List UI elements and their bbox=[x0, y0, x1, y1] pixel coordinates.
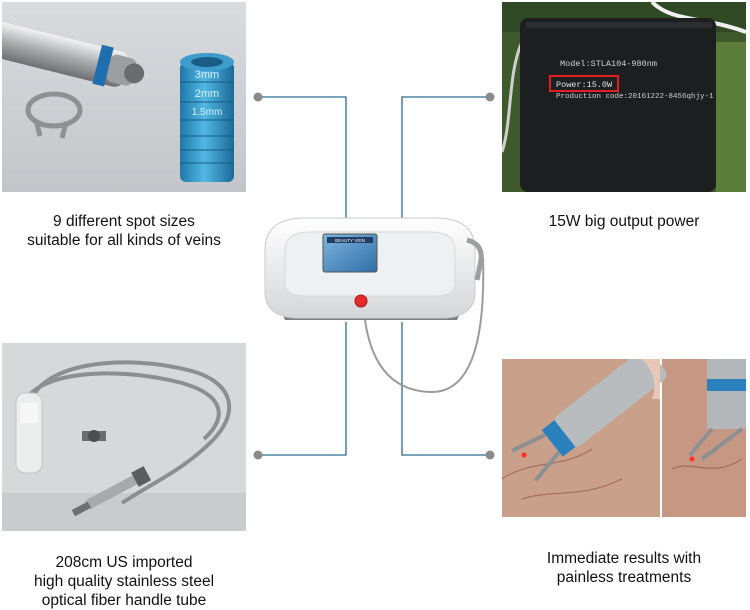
caption-line: 208cm US imported bbox=[55, 554, 193, 571]
connector-dot bbox=[253, 450, 263, 460]
spot-label: 1.5mm bbox=[192, 107, 223, 118]
laser-module-photo: Model:STLA104-980nm Power:15.0W Producti… bbox=[502, 2, 746, 192]
caption-results: Immediate results with painless treatmen… bbox=[500, 549, 748, 587]
connector-top-left bbox=[258, 96, 347, 226]
caption-line: suitable for all kinds of veins bbox=[27, 232, 221, 249]
spot-size-caps: 3mm 2mm 1.5mm bbox=[180, 53, 234, 182]
treatment-photo bbox=[502, 359, 746, 517]
handpiece-left bbox=[511, 359, 667, 482]
caption-line: 15W big output power bbox=[548, 213, 700, 230]
module-label-production: Production code:20161222-8456qhjy-1 bbox=[556, 93, 714, 101]
connector-dot bbox=[253, 92, 263, 102]
connector-top-right bbox=[401, 96, 490, 226]
laser-device-image: BEAUTY VEIN bbox=[255, 210, 495, 410]
caption-fiber-tube: 208cm US imported high quality stainless… bbox=[0, 553, 248, 610]
caption-output-power: 15W big output power bbox=[500, 212, 748, 231]
connector-bottom-left bbox=[258, 322, 347, 456]
fiber-tube-photo bbox=[2, 343, 246, 531]
ring-clip bbox=[25, 91, 83, 139]
caption-line: 9 different spot sizes bbox=[53, 213, 195, 230]
emergency-button bbox=[354, 294, 368, 308]
power-highlight-box bbox=[549, 75, 619, 92]
fiber-connector bbox=[71, 466, 152, 517]
caption-line: optical fiber handle tube bbox=[41, 592, 207, 609]
spot-label: 2mm bbox=[195, 88, 219, 100]
caption-line: high quality stainless steel bbox=[33, 573, 215, 590]
fiber-handle bbox=[15, 392, 43, 474]
caption-spot-sizes: 9 different spot sizes suitable for all … bbox=[0, 212, 248, 250]
handpiece-right bbox=[688, 359, 746, 461]
connector-dot bbox=[485, 92, 495, 102]
device-screen-text: BEAUTY VEIN bbox=[335, 238, 365, 243]
connector-bottom-right bbox=[401, 322, 490, 456]
fiber-nut bbox=[82, 430, 106, 442]
spot-label: 3mm bbox=[195, 69, 219, 81]
spot-size-photo: 3mm 2mm 1.5mm bbox=[2, 2, 246, 192]
laser-module: Model:STLA104-980nm Power:15.0W Producti… bbox=[520, 18, 716, 192]
caption-line: Immediate results with bbox=[546, 550, 702, 567]
device-screen bbox=[322, 233, 378, 273]
module-label-power: Power:15.0W bbox=[556, 80, 613, 90]
caption-line: painless treatments bbox=[556, 569, 692, 586]
module-label-model: Model:STLA104-980nm bbox=[560, 59, 657, 69]
connector-dot bbox=[485, 450, 495, 460]
